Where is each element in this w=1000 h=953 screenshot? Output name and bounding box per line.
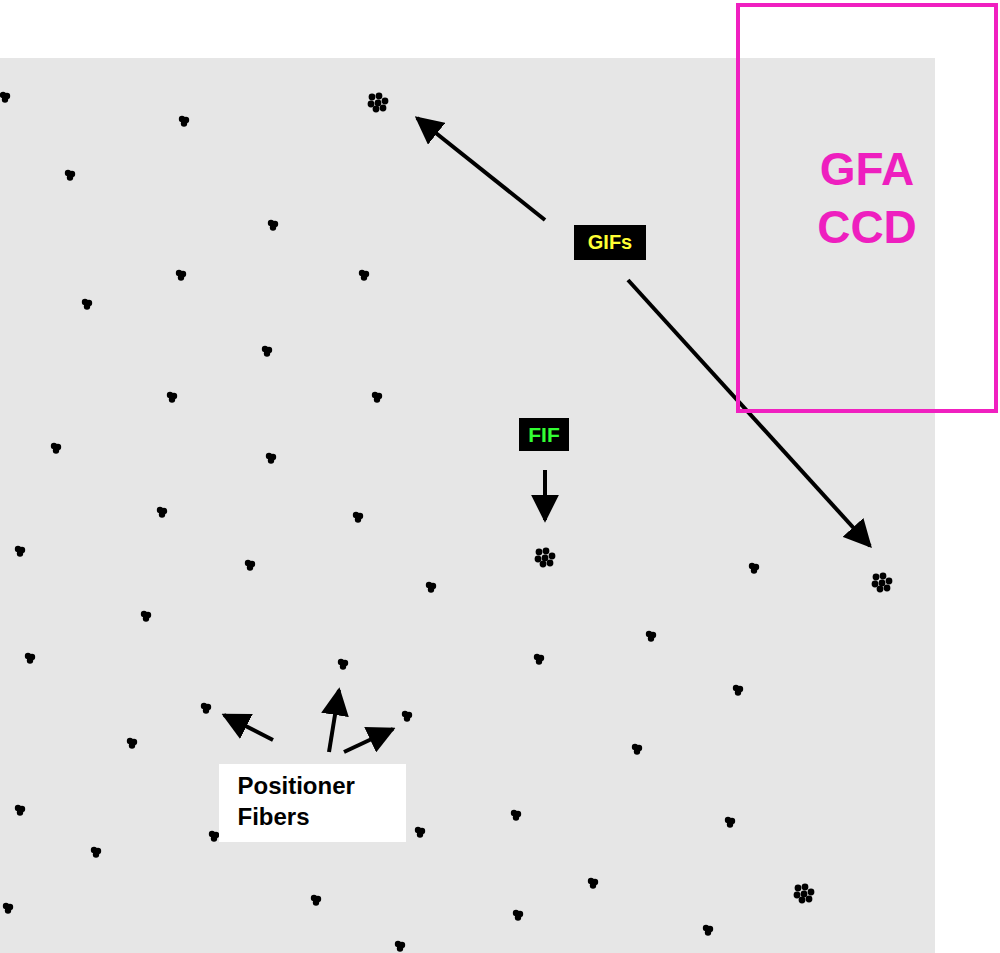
leader-arrow <box>224 715 273 740</box>
fiber-spot <box>802 884 809 891</box>
fiber-spot <box>873 574 880 581</box>
fiber-spot <box>799 897 806 904</box>
fiber-spot <box>735 689 741 695</box>
fiber-spot <box>872 581 879 588</box>
fiber-spot <box>93 851 99 857</box>
fiber-spot <box>536 549 543 556</box>
fiber-spot <box>270 224 276 230</box>
fiber-spot <box>181 120 187 126</box>
fiber-spot <box>361 274 367 280</box>
fiber-spot <box>376 93 383 100</box>
leader-arrow <box>543 470 547 520</box>
fiber-spot <box>801 891 808 898</box>
fiber-spot <box>404 715 410 721</box>
fiber-spot <box>382 98 389 105</box>
fiber-spot <box>159 511 165 517</box>
fiber-spot <box>417 831 423 837</box>
fiber-spot <box>53 447 59 453</box>
fiber-spot <box>169 396 175 402</box>
ccd-region: GFA CCD <box>736 3 998 413</box>
fiber-spot <box>17 809 23 815</box>
fiber-spot <box>886 578 893 585</box>
fiber-spot <box>705 929 711 935</box>
fiber-spot <box>794 892 801 899</box>
fiber-spot <box>211 835 217 841</box>
gif-label: GIFs <box>574 225 646 260</box>
fiber-spot <box>634 748 640 754</box>
fiber-spot <box>84 303 90 309</box>
fiber-spot <box>806 896 813 903</box>
fiber-spot <box>2 96 8 102</box>
fiber-spot <box>808 889 815 896</box>
fiber-spot <box>203 707 209 713</box>
fiber-spot <box>547 560 554 567</box>
fiber-spot <box>535 556 542 563</box>
fiber-spot <box>17 550 23 556</box>
fiber-spot <box>380 105 387 112</box>
fiber-spot <box>877 586 884 593</box>
fiber-spots <box>0 92 892 952</box>
fiber-spot <box>428 586 434 592</box>
fiber-spot <box>884 585 891 592</box>
fiber-spot <box>27 657 33 663</box>
fiber-spot <box>67 174 73 180</box>
fiber-spot <box>751 567 757 573</box>
fiber-spot <box>727 821 733 827</box>
fiber-spot <box>5 907 11 913</box>
fiber-spot <box>795 885 802 892</box>
fiber-spot <box>143 615 149 621</box>
leader-arrow <box>417 118 545 220</box>
fiber-spot <box>880 573 887 580</box>
fiber-spot <box>543 548 550 555</box>
label-text: GIFs <box>578 230 642 254</box>
fiber-spot <box>368 101 375 108</box>
leader-arrow <box>329 690 339 752</box>
fif-label: FIF <box>519 418 569 451</box>
fiber-spot <box>247 564 253 570</box>
fiber-spot <box>313 899 319 905</box>
image-background <box>0 58 935 953</box>
fiber-spot <box>375 100 382 107</box>
leader-arrows <box>224 118 870 752</box>
fiber-spot <box>513 814 519 820</box>
fiber-spot <box>129 742 135 748</box>
fiber-spot <box>879 580 886 587</box>
callout-box: Positioner Fibers <box>219 764 406 842</box>
label-text: Positioner Fibers <box>238 770 388 832</box>
fiber-spot <box>540 561 547 568</box>
fiber-spot <box>542 555 549 562</box>
fiber-spot <box>355 516 361 522</box>
fiber-spot <box>369 94 376 101</box>
fiber-spot <box>340 663 346 669</box>
fiber-spot <box>374 396 380 402</box>
fiber-spot <box>648 635 654 641</box>
label-text: GFA CCD <box>797 141 937 256</box>
fiber-spot <box>590 882 596 888</box>
label-text: FIF <box>523 422 565 447</box>
fiber-spot <box>515 914 521 920</box>
fiber-spot <box>264 350 270 356</box>
fiber-spot <box>178 274 184 280</box>
leader-arrow <box>628 280 870 546</box>
fiber-spot <box>373 106 380 113</box>
fiber-spot <box>549 553 556 560</box>
fiber-spot <box>268 457 274 463</box>
fiber-spot <box>397 945 403 951</box>
fiber-spot <box>536 658 542 664</box>
leader-arrow <box>344 729 393 752</box>
